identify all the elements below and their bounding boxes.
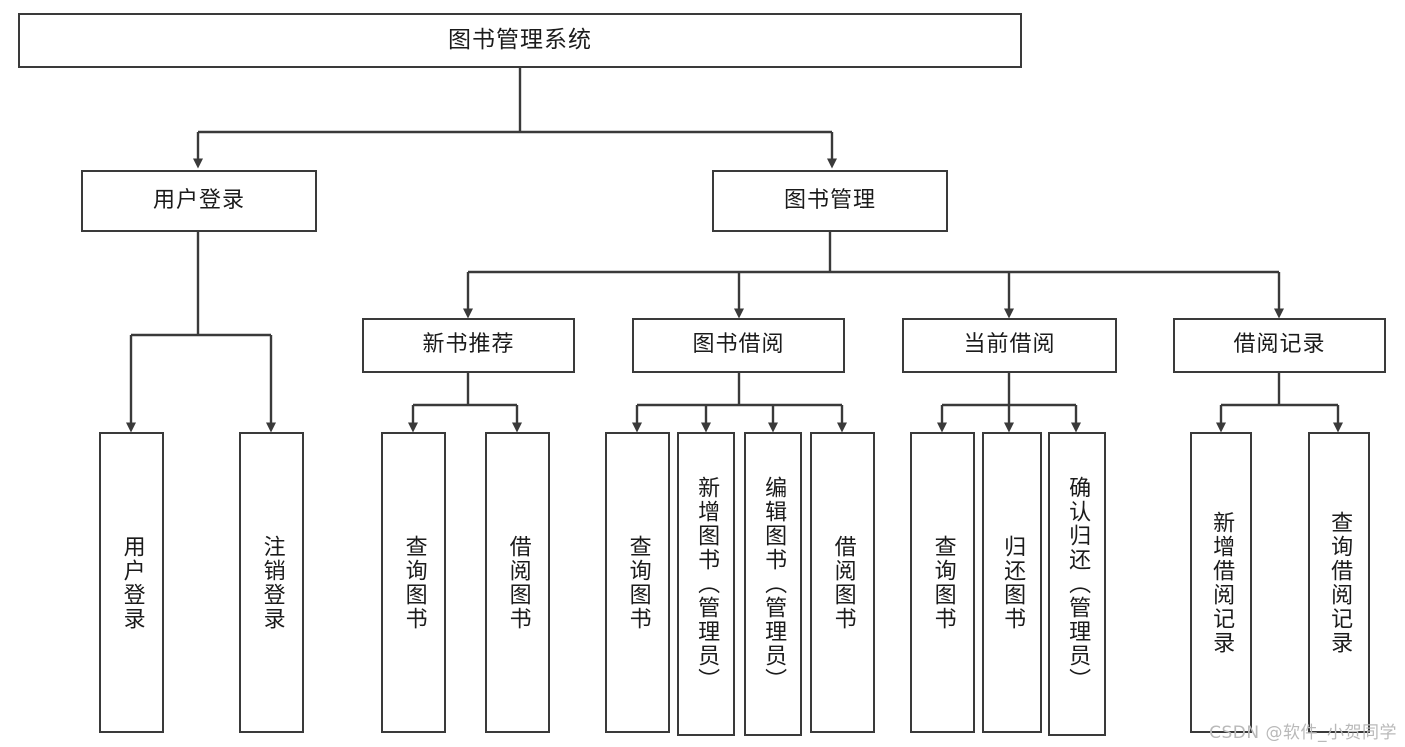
leaf-book-borrow-3[interactable]: 借阅图书 — [810, 432, 875, 733]
leaf-borrow-record-1[interactable]: 查询借阅记录 — [1308, 432, 1370, 733]
leaf-book-borrow-1[interactable]: 新增图书（管理员） — [677, 432, 735, 736]
node-user-login-label: 用户登录 — [152, 187, 245, 213]
leaf-book-borrow-2[interactable]: 编辑图书（管理员） — [744, 432, 802, 736]
node-new-book-rec[interactable]: 新书推荐 — [362, 318, 575, 373]
node-book-manage-label: 图书管理 — [783, 187, 876, 213]
node-current-borrow-label: 当前借阅 — [963, 332, 1056, 358]
leaf-label: 查询借阅记录 — [1327, 510, 1353, 655]
leaf-label: 查询图书 — [930, 534, 956, 631]
leaf-label: 归还图书 — [1000, 534, 1026, 631]
leaf-borrow-record-0[interactable]: 新增借阅记录 — [1190, 432, 1252, 733]
csdn-watermark: CSDN @软件_小贺同学 — [1209, 723, 1397, 743]
node-borrow-record-label: 借阅记录 — [1233, 332, 1326, 358]
node-new-book-rec-label: 新书推荐 — [422, 332, 515, 358]
node-current-borrow[interactable]: 当前借阅 — [902, 318, 1117, 373]
node-book-borrow-label: 图书借阅 — [692, 332, 785, 358]
node-root[interactable]: 图书管理系统 — [18, 13, 1022, 68]
leaf-book-borrow-0[interactable]: 查询图书 — [605, 432, 670, 733]
leaf-new-book-rec-1[interactable]: 借阅图书 — [485, 432, 550, 733]
leaf-label: 用户登录 — [119, 534, 145, 631]
leaf-label: 新增图书（管理员） — [694, 476, 720, 692]
node-book-borrow[interactable]: 图书借阅 — [632, 318, 845, 373]
leaf-new-book-rec-0[interactable]: 查询图书 — [381, 432, 446, 733]
leaf-label: 编辑图书（管理员） — [761, 476, 787, 692]
node-root-label: 图书管理系统 — [448, 26, 592, 53]
leaf-current-borrow-1[interactable]: 归还图书 — [982, 432, 1042, 733]
leaf-current-borrow-0[interactable]: 查询图书 — [910, 432, 975, 733]
leaf-label: 注销登录 — [259, 534, 285, 631]
node-book-manage[interactable]: 图书管理 — [712, 170, 948, 232]
leaf-label: 确认归还（管理员） — [1065, 476, 1091, 692]
leaf-current-borrow-2[interactable]: 确认归还（管理员） — [1048, 432, 1106, 736]
node-borrow-record[interactable]: 借阅记录 — [1173, 318, 1386, 373]
leaf-label: 借阅图书 — [505, 534, 531, 631]
leaf-user-login-1[interactable]: 注销登录 — [239, 432, 304, 733]
leaf-user-login-0[interactable]: 用户登录 — [99, 432, 164, 733]
leaf-label: 查询图书 — [401, 534, 427, 631]
leaf-label: 新增借阅记录 — [1209, 510, 1235, 655]
leaf-label: 借阅图书 — [830, 534, 856, 631]
leaf-label: 查询图书 — [625, 534, 651, 631]
node-user-login[interactable]: 用户登录 — [81, 170, 317, 232]
